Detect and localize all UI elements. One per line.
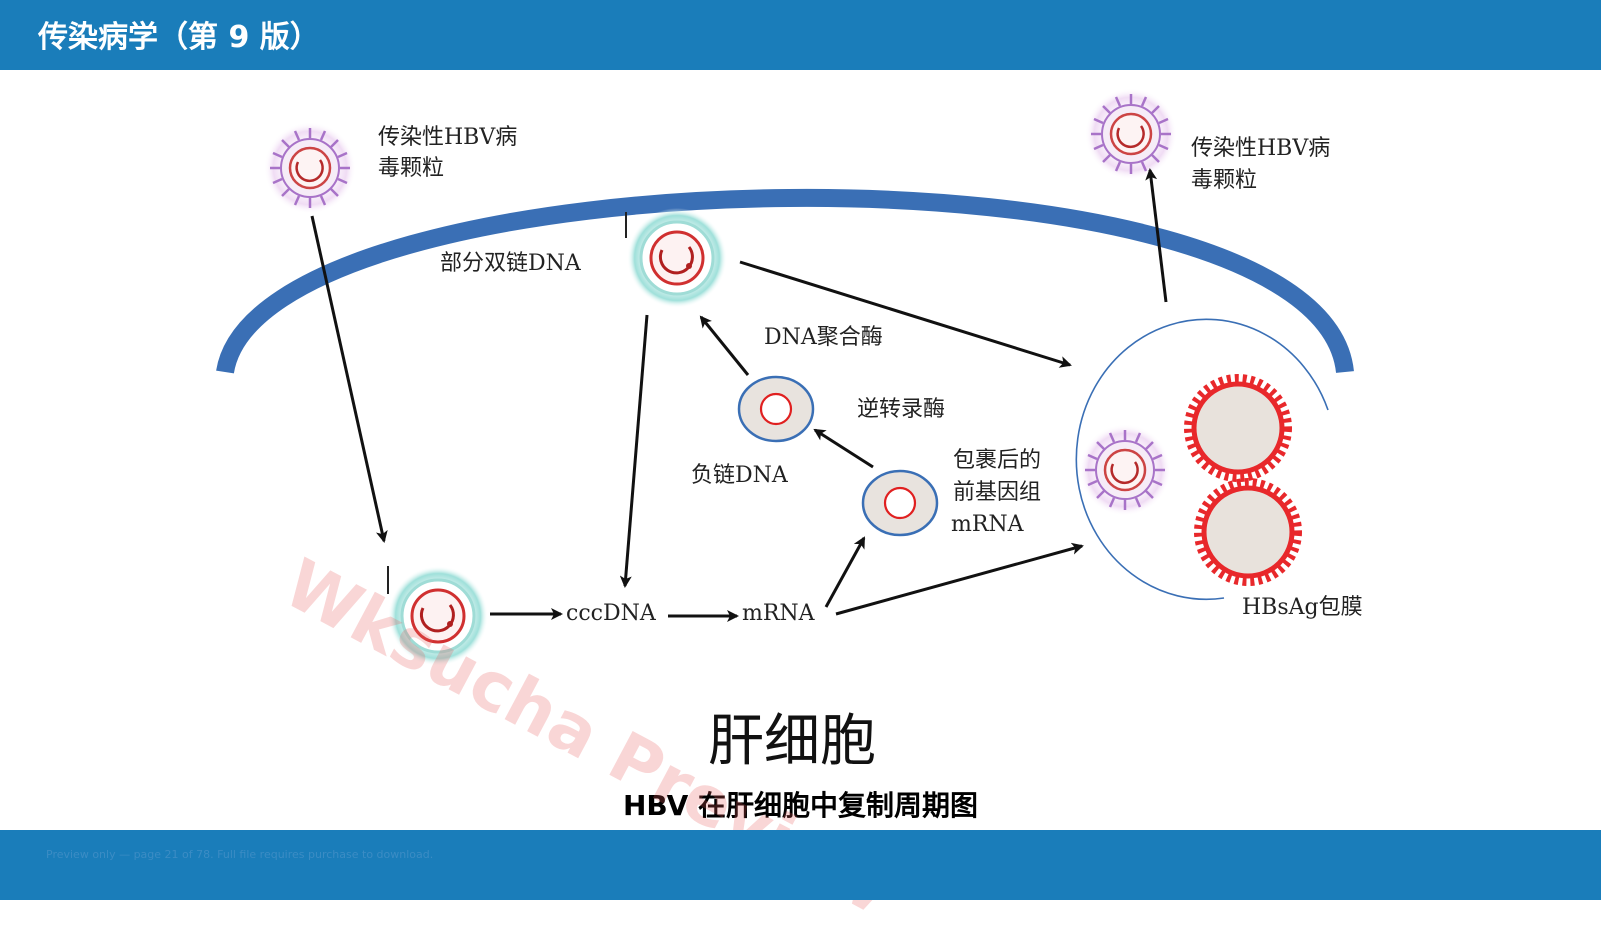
label-mrna: mRNA <box>742 601 816 626</box>
negative-strand-capsid-icon <box>737 375 815 443</box>
hbsag-envelope-icon <box>1184 374 1292 482</box>
page-title: 传染病学（第 9 版） <box>38 20 320 55</box>
footer-bar: Preview only — page 21 of 78. Full file … <box>0 830 1601 900</box>
arrow-exit <box>1145 168 1168 303</box>
label-cccdna: cccDNA <box>566 601 657 626</box>
label-dna-polymerase: DNA聚合酶 <box>764 325 883 350</box>
arrow-entry <box>310 215 388 543</box>
uncoated-core-icon <box>388 566 488 666</box>
hbv-replication-diagram: 传染性HBV病 毒颗粒 传染性HBV病 毒颗粒 部分双链DNA DNA聚合酶 逆… <box>216 88 1363 774</box>
label-hepatocyte: 肝细胞 <box>708 709 876 774</box>
arrow-mrna-to-pregenome <box>824 536 866 608</box>
er-vesicle-circle <box>1075 318 1329 601</box>
label-reverse-transcriptase: 逆转录酶 <box>857 397 945 422</box>
label-negative-strand: 负链DNA <box>691 463 789 488</box>
virion-icon <box>1079 424 1171 516</box>
footer-note: Preview only — page 21 of 78. Full file … <box>46 848 434 861</box>
figure-caption: HBV 在肝细胞中复制周期图 <box>622 789 979 822</box>
arrow-negative-to-dsdna <box>699 315 750 376</box>
arrow-dsdna-to-er <box>739 260 1072 368</box>
hbsag-envelope-icon <box>1194 478 1302 586</box>
arrow-mrna-to-er <box>835 542 1084 616</box>
arrow-pregenome-to-negative <box>813 428 874 469</box>
header-bar: 传染病学（第 9 版） <box>0 0 1601 70</box>
label-partial-dsdna: 部分双链DNA <box>440 251 582 276</box>
cell-membrane-arc <box>216 189 1354 374</box>
virion-icon <box>1085 88 1177 180</box>
pregenome-capsid-icon <box>861 469 939 537</box>
virion-icon <box>264 122 356 214</box>
label-virion-in: 传染性HBV病 毒颗粒 <box>378 125 524 181</box>
arrow-recycle <box>619 314 649 588</box>
label-pregenome: 包裹后的 前基因组 mRNA <box>951 448 1048 537</box>
label-virion-out: 传染性HBV病 毒颗粒 <box>1191 136 1337 193</box>
label-hbsag: HBsAg包膜 <box>1242 595 1363 620</box>
partial-dsdna-core-icon <box>627 208 727 308</box>
